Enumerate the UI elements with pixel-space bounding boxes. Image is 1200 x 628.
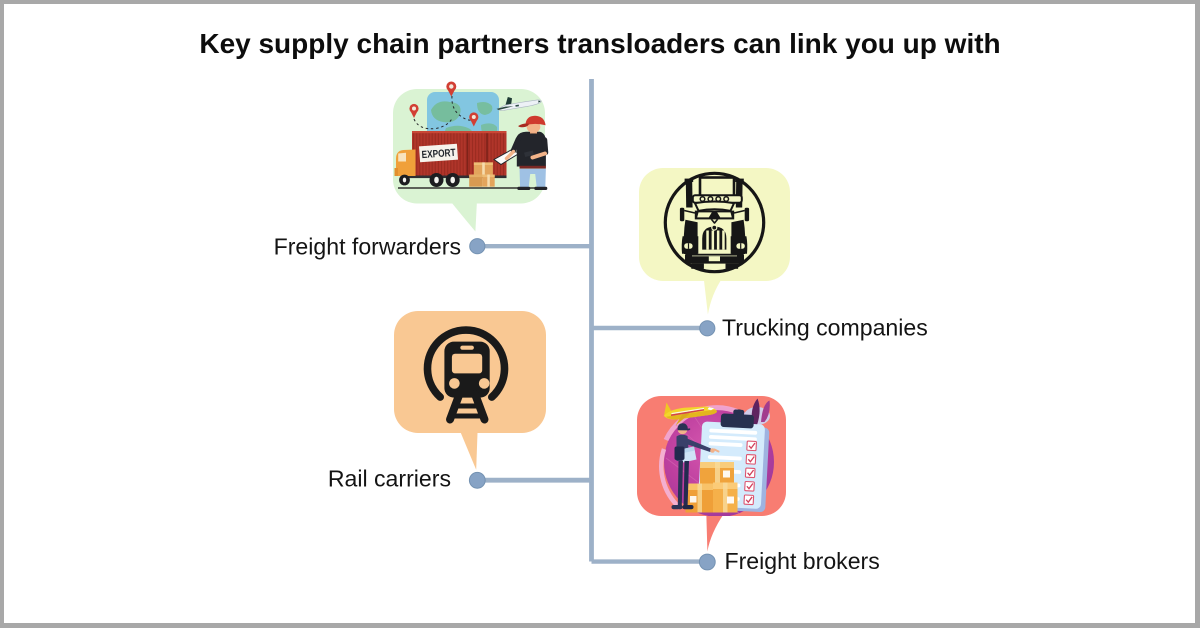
svg-text:Rail carriers: Rail carriers — [328, 466, 451, 492]
svg-text:EXPORT: EXPORT — [421, 147, 456, 161]
svg-text:Freight forwarders: Freight forwarders — [274, 233, 461, 259]
svg-text:Freight brokers: Freight brokers — [725, 548, 880, 574]
svg-text:Trucking companies: Trucking companies — [722, 314, 928, 340]
svg-text:Key supply chain partners tran: Key supply chain partners transloaders c… — [199, 28, 1000, 59]
